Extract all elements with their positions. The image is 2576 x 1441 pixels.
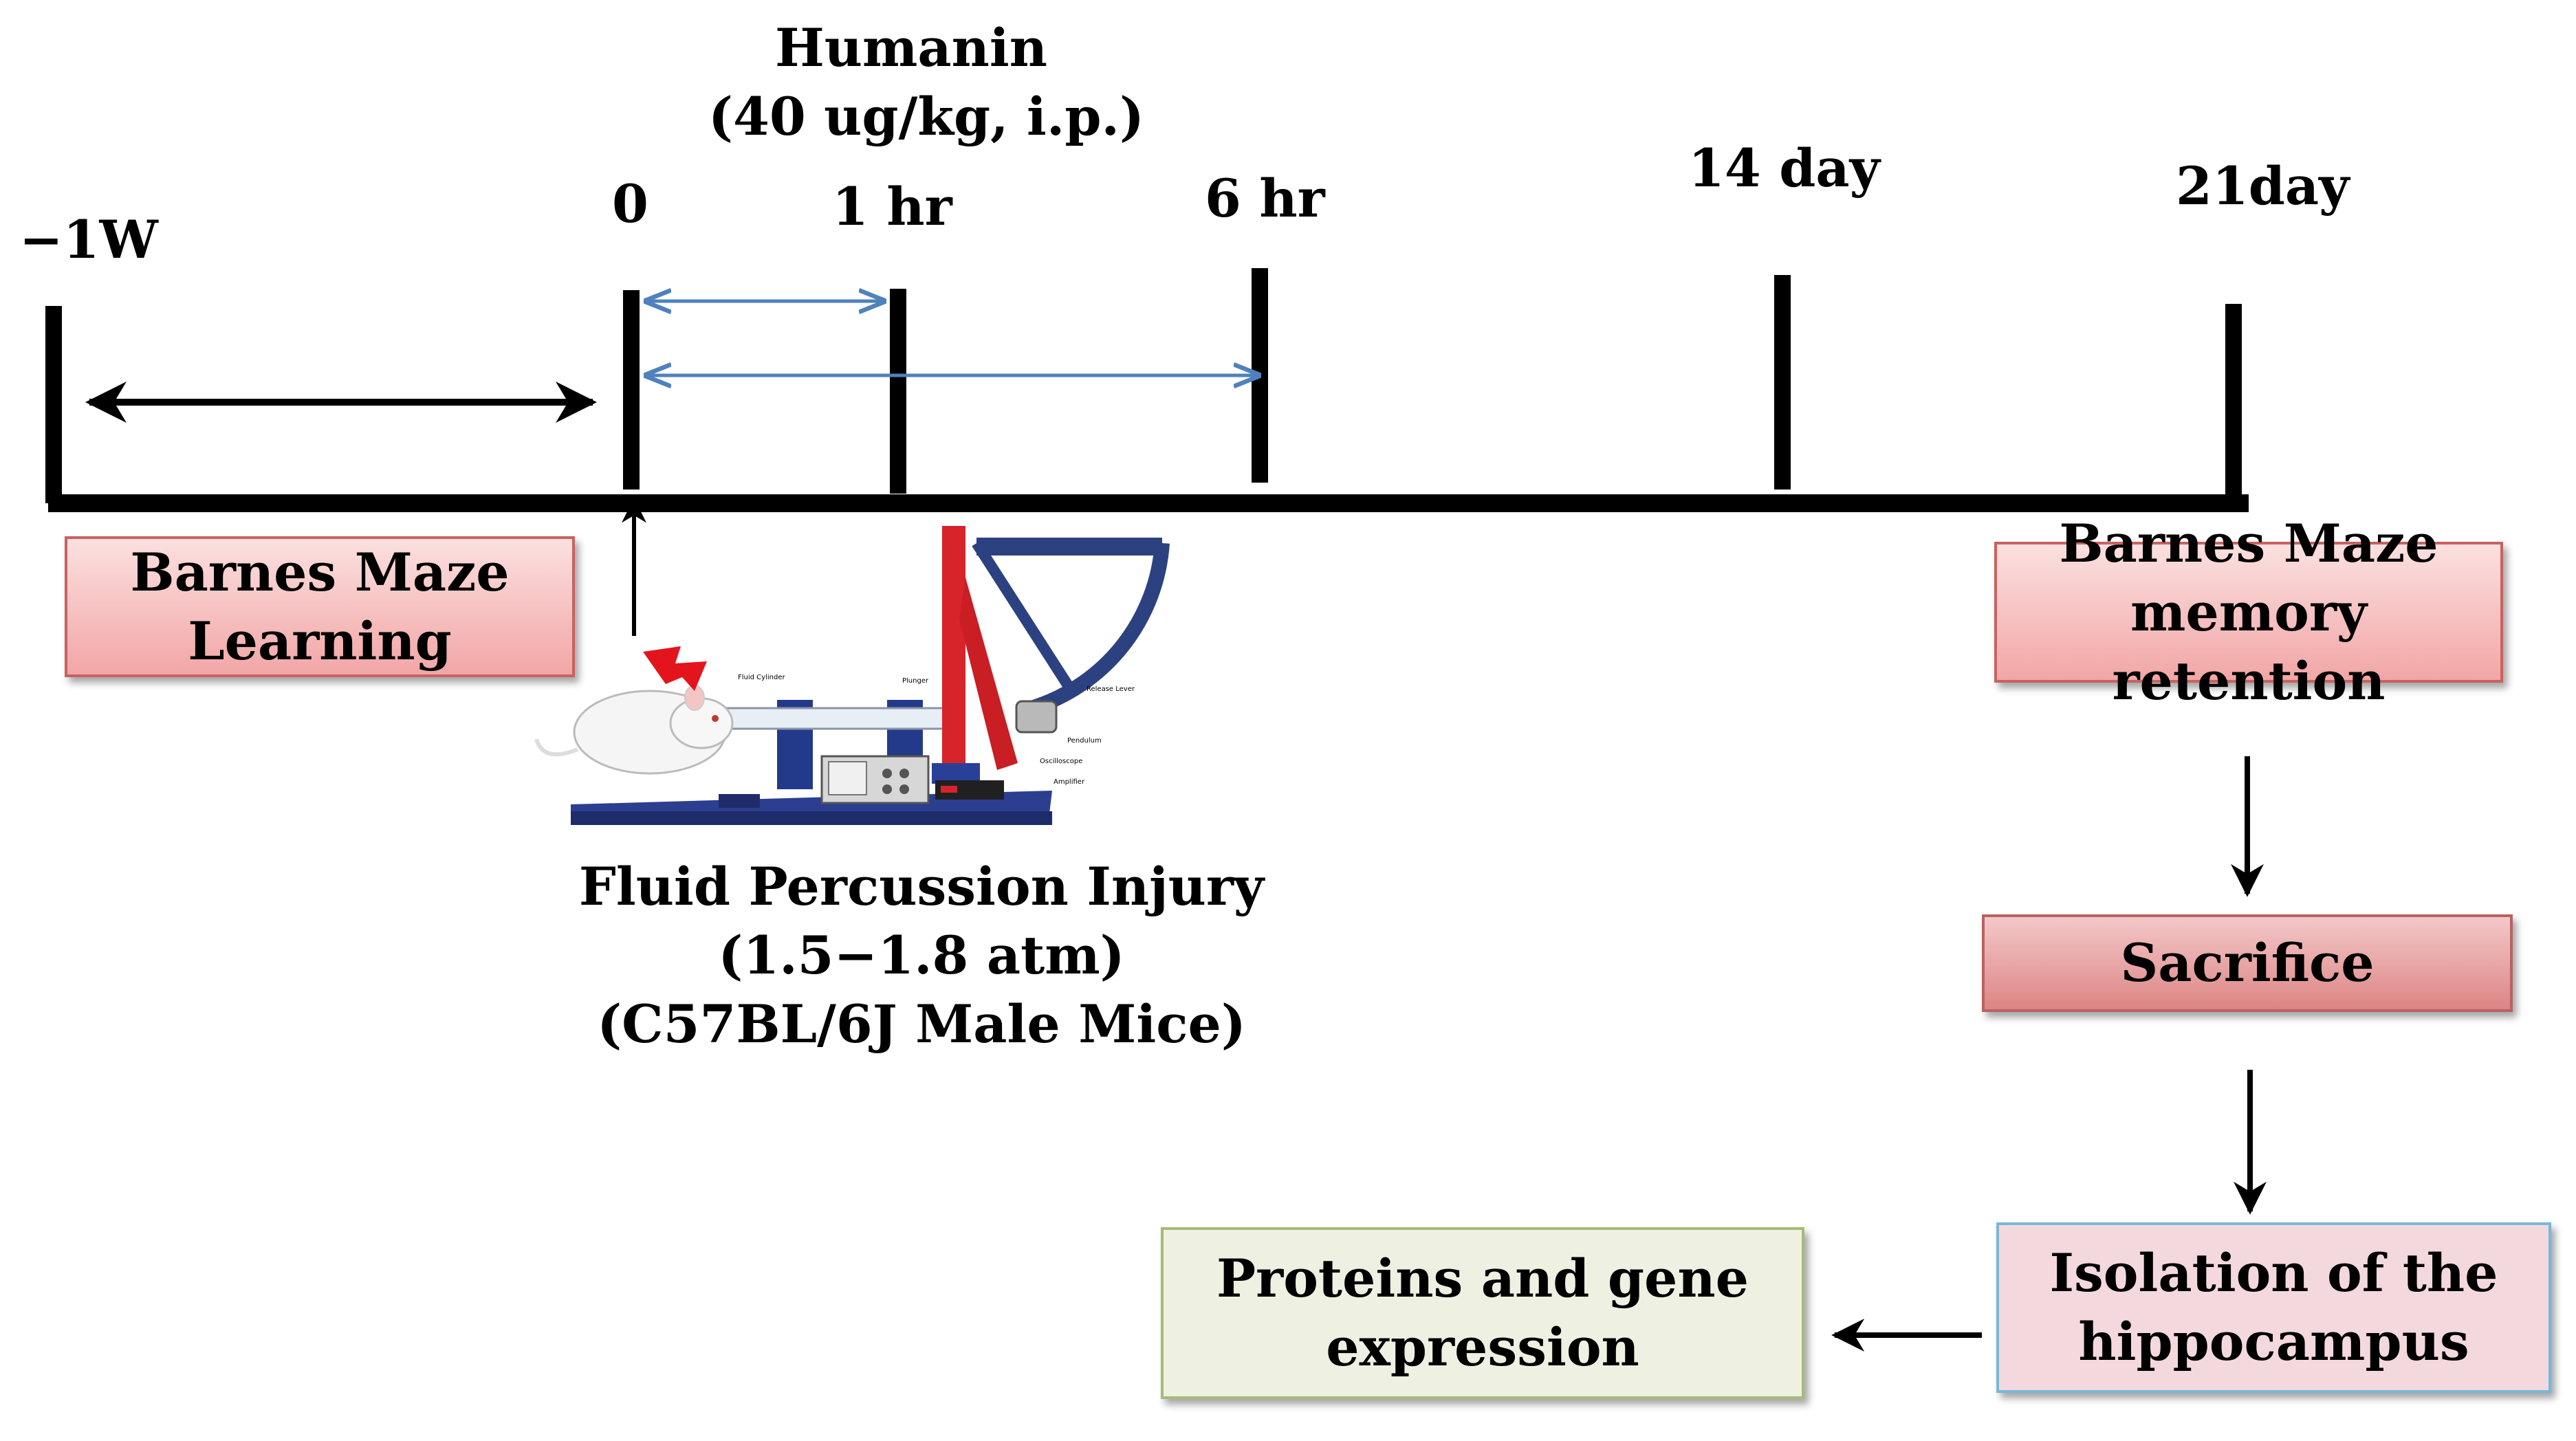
label-oscilloscope: Oscilloscope (1040, 758, 1082, 765)
tick-label-fourteen-day: 14 day (1688, 138, 1880, 199)
sacrifice-box-label: Sacrifice (2120, 932, 2375, 993)
protein-gene-expression-box: Proteins and gene expression (1161, 1227, 1804, 1399)
injury-caption-line3: (C57BL/6J Male Mice) (597, 993, 1246, 1055)
label-release-lever: Release Lever (1087, 685, 1135, 693)
label-pendulum: Pendulum (1067, 737, 1102, 745)
isolation-box-line2: hippocampus (2078, 1311, 2469, 1372)
tick-label-twenty-one-day: 21day (2176, 155, 2350, 217)
injury-caption-line1: Fluid Percussion Injury (578, 856, 1265, 917)
humanin-title: Humanin (774, 17, 1048, 78)
learning-box-line1: Barnes Maze (130, 541, 510, 603)
isolation-box-line1: Isolation of the (2049, 1242, 2498, 1304)
label-plunger: Plunger (902, 677, 929, 685)
barnes-maze-retention-box: Barnes Maze memory retention (1994, 513, 2503, 712)
tick-label-minus-1w: −1W (19, 209, 158, 270)
expression-box-line2: expression (1326, 1317, 1639, 1378)
sacrifice-box: Sacrifice (1982, 914, 2513, 1012)
fluid-percussion-injury-caption: Fluid Percussion Injury (1.5−1.8 atm) (C… (543, 852, 1300, 1059)
learning-box-line2: Learning (188, 610, 452, 672)
expression-box-line1: Proteins and gene (1216, 1248, 1749, 1309)
humanin-dose: (40 ug/kg, i.p.) (708, 86, 1144, 147)
barnes-maze-learning-box: Barnes Maze Learning (65, 536, 575, 677)
hippocampus-isolation-box: Isolation of the hippocampus (1996, 1222, 2551, 1393)
humanin-label: Humanin (40 ug/kg, i.p.) (708, 14, 1144, 151)
tick-label-zero: 0 (612, 173, 648, 234)
tick-label-six-hr: 6 hr (1205, 168, 1325, 229)
retention-box-line2: memory retention (2112, 581, 2386, 712)
label-amplifier: Amplifier (1054, 778, 1085, 786)
injury-caption-line2: (1.5−1.8 atm) (718, 925, 1125, 986)
label-fluid-cylinder: Fluid Cylinder (738, 674, 785, 681)
retention-box-line1: Barnes Maze (2059, 512, 2438, 574)
fluid-percussion-device-illustration (534, 526, 1170, 825)
tick-label-one-hr: 1 hr (832, 176, 952, 237)
